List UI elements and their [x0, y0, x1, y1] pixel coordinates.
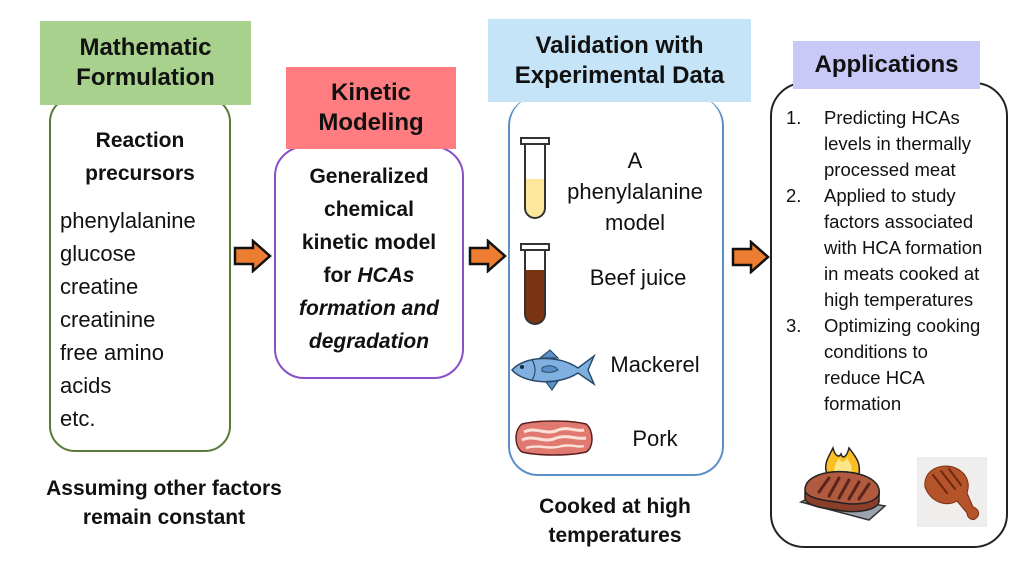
test-tube-yellow-icon — [520, 137, 550, 219]
application-item: 1. Predicting HCAs levels in thermally p… — [780, 105, 1010, 183]
item-number: 1. — [786, 107, 802, 128]
caption-line: Cooked at high — [539, 495, 691, 518]
precursor-list: phenylalanine glucose creatine creatinin… — [60, 204, 196, 435]
precursor-item: creatine — [60, 274, 139, 299]
item-line: factors associated — [824, 211, 974, 232]
label-line: Pork — [632, 426, 678, 451]
item-line: Applied to study — [824, 185, 956, 206]
flow-arrow-icon — [468, 239, 507, 273]
item-line: formation — [824, 393, 902, 414]
description-line: Generalized — [309, 165, 429, 188]
title-line: precursors — [85, 162, 195, 185]
item-number: 2. — [786, 185, 802, 206]
application-item: 2. Applied to study factors associated w… — [780, 183, 1010, 313]
kinetic-model-box — [274, 146, 464, 379]
item-line: conditions to — [824, 341, 928, 362]
item-line: processed meat — [824, 159, 956, 180]
precursor-item: etc. — [60, 406, 96, 431]
label-line: model — [605, 210, 665, 235]
sample-label-pork: Pork — [610, 423, 700, 454]
description-line: kinetic model — [301, 231, 437, 254]
pork-meat-icon — [515, 420, 593, 456]
sample-label-mackerel: Mackerel — [600, 349, 710, 380]
cooking-condition-caption: Cooked at high temperatures — [480, 492, 750, 550]
description-line: for — [323, 264, 358, 287]
item-line: reduce HCA — [824, 367, 925, 388]
flow-arrow-icon — [233, 239, 272, 273]
item-line: levels in thermally — [824, 133, 972, 154]
fish-icon — [511, 349, 596, 392]
hcas-term: HCAs — [357, 264, 415, 287]
label-line: A — [627, 148, 643, 173]
caption-line: Assuming other factors — [46, 477, 282, 500]
sample-label-beef-juice: Beef juice — [578, 262, 698, 293]
header-line: Applications — [814, 51, 959, 78]
description-line: degradation — [308, 330, 430, 353]
item-line: Optimizing cooking — [824, 315, 981, 336]
kinetic-model-description: Generalized chemical kinetic model for H… — [274, 160, 464, 358]
test-tube-brown-icon — [520, 243, 550, 325]
header-line: Validation with — [535, 31, 704, 59]
title-line: Reaction — [95, 129, 185, 152]
description-line: chemical — [324, 198, 414, 221]
reaction-precursors-box — [49, 96, 231, 452]
header-line: Kinetic — [330, 79, 411, 106]
item-line: with HCA formation — [824, 237, 983, 258]
header-line: Mathematic — [79, 34, 212, 61]
assumption-caption: Assuming other factors remain constant — [14, 474, 314, 532]
label-line: Beef juice — [589, 265, 687, 290]
item-line: in meats cooked at — [824, 263, 980, 284]
item-line: high temperatures — [824, 289, 974, 310]
sample-label-phenylalanine-model: A phenylalanine model — [560, 145, 710, 238]
header-line: Modeling — [318, 109, 424, 136]
precursor-item: acids — [60, 373, 112, 398]
header-line: Experimental Data — [514, 61, 725, 89]
description-line: formation and — [299, 297, 439, 320]
applications-list: 1. Predicting HCAs levels in thermally p… — [780, 105, 1010, 417]
reaction-precursors-title: Reaction precursors — [49, 124, 231, 190]
precursor-item: phenylalanine — [60, 208, 196, 233]
caption-line: temperatures — [548, 524, 682, 547]
applications-header: Applications — [793, 41, 980, 89]
precursor-item: glucose — [60, 241, 136, 266]
flow-arrow-icon — [731, 240, 770, 274]
item-line: Predicting HCAs — [824, 107, 960, 128]
grilled-steak-icon — [798, 445, 887, 521]
precursor-item: free amino — [60, 340, 164, 365]
item-number: 3. — [786, 315, 802, 336]
label-line: Mackerel — [610, 352, 700, 377]
label-line: phenylalanine — [567, 179, 703, 204]
application-item: 3. Optimizing cooking conditions to redu… — [780, 313, 1010, 417]
header-line: Formulation — [76, 64, 215, 91]
caption-line: remain constant — [82, 506, 246, 529]
precursor-item: creatinine — [60, 307, 156, 332]
roasted-chicken-leg-image — [917, 457, 987, 527]
